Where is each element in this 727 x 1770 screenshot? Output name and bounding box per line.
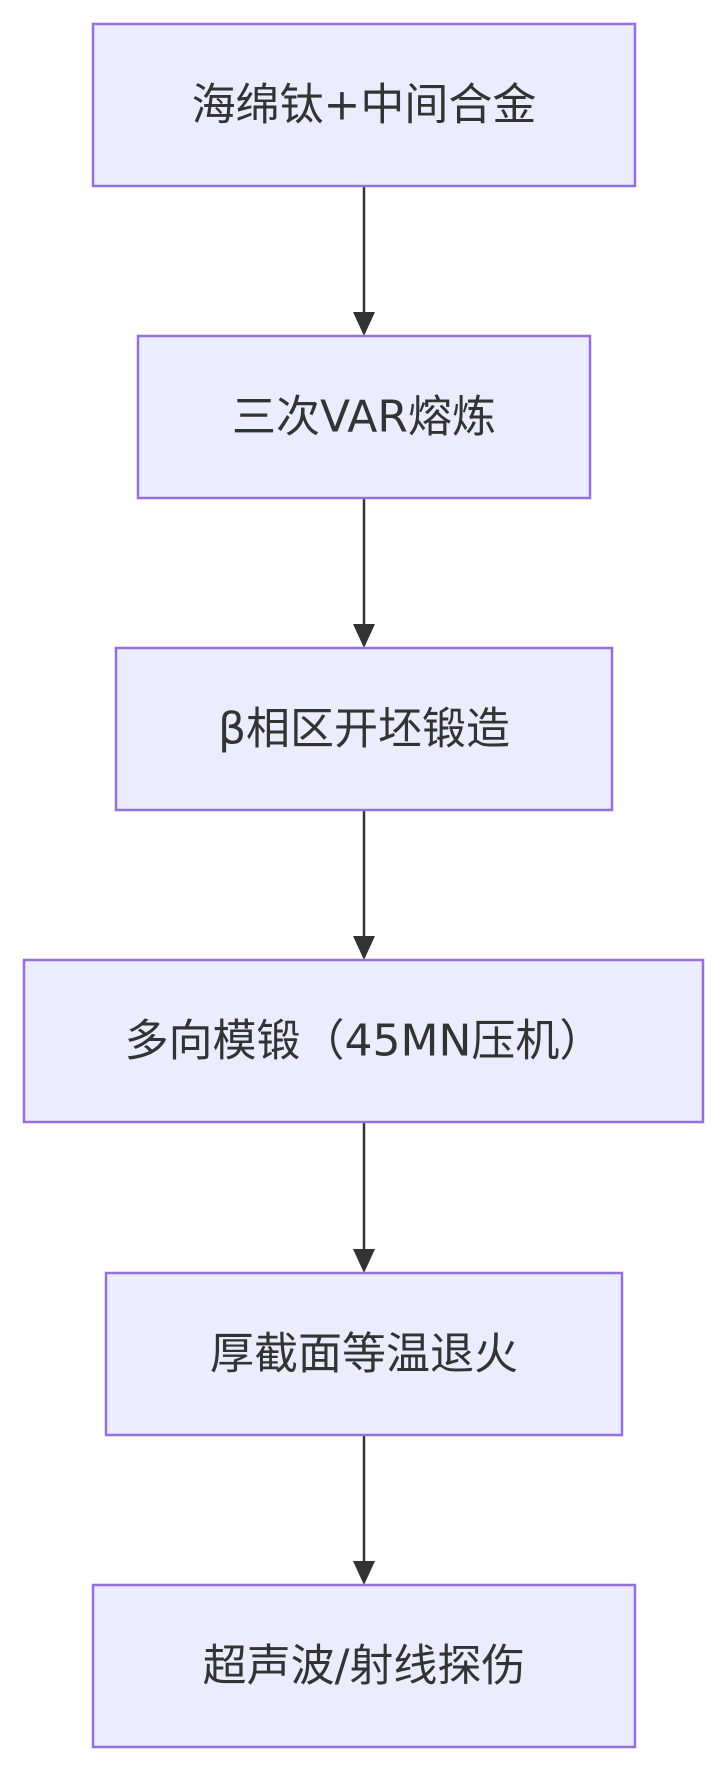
edge-arrowhead-4: [353, 1249, 375, 1273]
edge-arrowhead-2: [353, 624, 375, 648]
node-label-5: 厚截面等温退火: [210, 1329, 518, 1380]
node-label-4: 多向模锻（45MN压机）: [125, 1016, 604, 1067]
edge-arrowhead-1: [353, 312, 375, 336]
flowchart-edges: [353, 186, 375, 1585]
flowchart-node-1: 海绵钛+中间合金: [91, 22, 637, 188]
node-box-5: [104, 1271, 624, 1437]
node-label-3: β相区开坯锻造: [218, 704, 510, 755]
flowchart-node-6: 超声波/射线探伤: [91, 1583, 637, 1749]
flowchart-node-2: 三次VAR熔炼: [136, 334, 592, 500]
edge-arrowhead-5: [353, 1561, 375, 1585]
flowchart-node-4: 多向模锻（45MN压机）: [22, 958, 705, 1124]
edge-arrowhead-3: [353, 936, 375, 960]
node-box-3: [114, 646, 614, 812]
node-label-2: 三次VAR熔炼: [232, 392, 496, 443]
node-box-2: [136, 334, 592, 500]
flowchart-node-3: β相区开坯锻造: [114, 646, 614, 812]
node-label-1: 海绵钛+中间合金: [192, 80, 537, 131]
node-box-1: [91, 22, 637, 188]
node-label-6: 超声波/射线探伤: [203, 1641, 526, 1692]
flowchart-node-5: 厚截面等温退火: [104, 1271, 624, 1437]
node-box-4: [22, 958, 705, 1124]
node-box-6: [91, 1583, 637, 1749]
